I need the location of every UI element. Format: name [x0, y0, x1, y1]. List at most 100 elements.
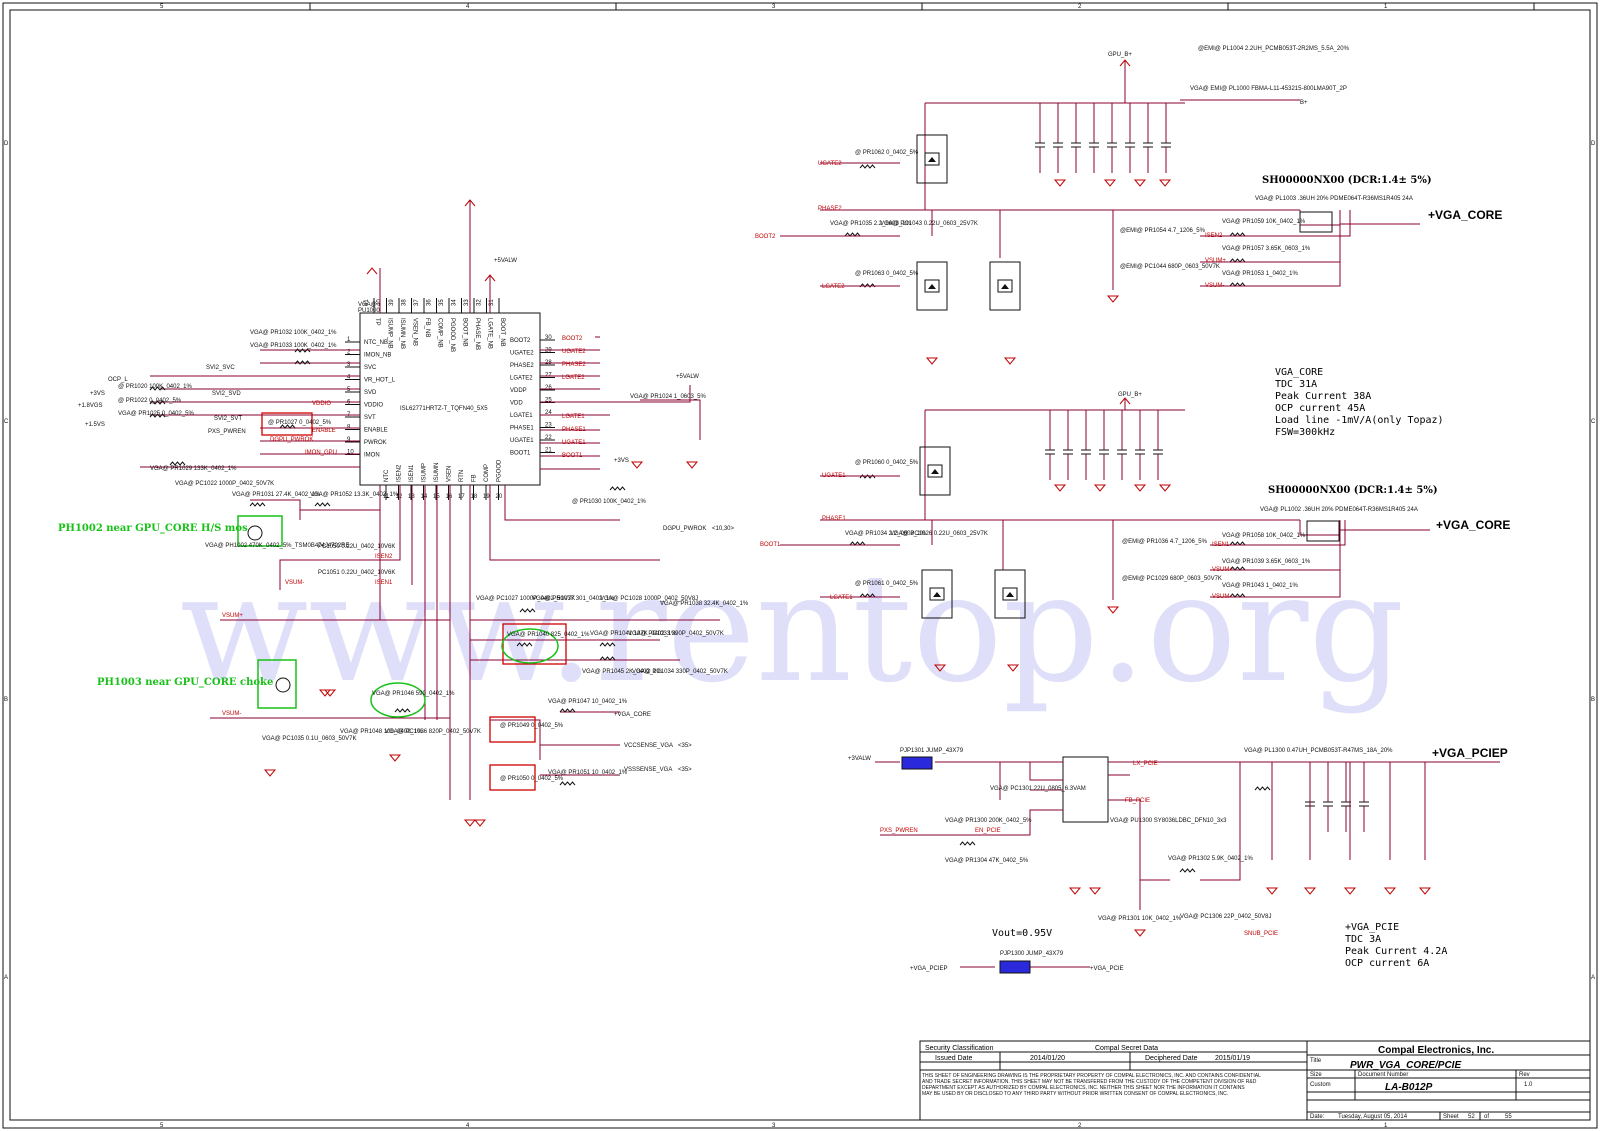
net-vsum-minus-bottom2: VSUM-	[1212, 594, 1231, 600]
tb-deciphered-value: 2015/01/19	[1215, 1055, 1250, 1062]
border-row-left-3: A	[4, 975, 8, 981]
label-pc1029: @EMI@ PC1029 680P_0603_50V7K	[1122, 576, 1222, 582]
ic-pin-left-2: SVC	[364, 365, 377, 371]
ic-pin-bottom-3: ISUMP	[422, 463, 428, 482]
ic-pin-num-right-8: 22	[545, 435, 552, 441]
net-isen2-left: ISEN2	[375, 554, 393, 560]
ic-pin-num-bottom-0: 11	[383, 494, 390, 500]
resistor-icon-28	[849, 541, 866, 546]
net-vccsense: VCCSENSE_VGA	[624, 743, 673, 749]
label-pr1052: VGA@ PR1052 13.3K_0402_1%	[310, 492, 399, 498]
net-isen1-right: ISEN1	[1212, 542, 1230, 548]
label-pr1047: VGA@ PR1047 10_0402_1%	[548, 699, 628, 705]
ph1002-thermistor-icon	[247, 525, 263, 541]
cap-0-2	[1071, 103, 1081, 173]
ic-pin-right-6: LGATE1	[510, 413, 533, 419]
tb-rev: 1.0	[1524, 1082, 1533, 1088]
ic-part-number: ISL62771HRTZ-T_TQFN40_5X5	[400, 406, 488, 412]
ic-pin-num-bottom-8: 19	[483, 494, 490, 500]
label-pc1036: VGA@ PC1036 820P_0402_50V7K	[385, 729, 481, 735]
mosfet-5	[994, 569, 1026, 619]
tb-size-label: Size	[1310, 1072, 1322, 1078]
ic-pin-top-0: TP	[374, 318, 380, 326]
border-row-left-2: B	[4, 697, 8, 703]
resistor-icon-6	[169, 461, 186, 466]
label-pc1026: VGA@ PC1026 0.22U_0603_25V7K	[890, 531, 988, 537]
cap-2-3	[1359, 762, 1369, 832]
mosfet-1	[916, 261, 948, 311]
resistor-icon-4	[149, 413, 166, 418]
mosfet-0	[916, 134, 948, 184]
ic-pin-num-top-3: 38	[402, 299, 408, 306]
ground-icon-11	[1088, 887, 1102, 895]
ic-pin-num-top-6: 35	[439, 299, 445, 306]
controller-wiring	[140, 200, 720, 800]
resistor-icon-27	[844, 232, 861, 237]
spec-pcie-line-2: Peak Current 4.2A	[1345, 946, 1447, 957]
ground-icon-17	[1418, 887, 1432, 895]
net-vga-core-top: +VGA_CORE	[1428, 208, 1502, 222]
net-ugate2-stage: UGATE2	[818, 161, 842, 167]
ground-icon-5	[685, 461, 699, 469]
resistor-icon-7	[249, 502, 266, 507]
cap-2-2	[1341, 762, 1351, 832]
pr1027-highlight-box	[261, 412, 313, 436]
tb-deciphered-label: Deciphered Date	[1145, 1055, 1198, 1062]
resistor-icon-21	[1229, 566, 1246, 571]
ic-prefix: VGA@	[358, 302, 377, 308]
supply-arrow-icon-3	[1119, 59, 1131, 67]
ic-pin-left-9: IMON	[364, 453, 380, 459]
resistor-icon-29	[959, 841, 976, 846]
resistor-icon-18	[1229, 258, 1246, 263]
label-pu1300: VGA@ PU1300 SY8036LDBC_DFN10_3x3	[1110, 818, 1227, 824]
label-ph1002: VGA@ PH1002 470K_0402_5%_TSM0B474J4702RE	[205, 543, 350, 549]
ic-pin-left-3: VR_HOT_L	[364, 378, 396, 384]
vga-pcie-spec: +VGA_PCIE TDC 3A Peak Current 4.2A OCP c…	[1345, 922, 1447, 969]
label-pr1059: VGA@ PR1059 10K_0402_1%	[1222, 219, 1306, 225]
ground-icon-29	[323, 689, 337, 697]
ic-left-pins: NTC_NB1IMON_NB2SVC3VR_HOT_L4SVD5VDDIO6SV…	[345, 337, 396, 459]
cap-1-0	[1045, 410, 1055, 480]
net-enable: ENABLE	[312, 428, 336, 434]
ic-pin-right-1: UGATE2	[510, 351, 534, 357]
ic-pin-left-5: VDDIO	[364, 403, 383, 409]
net-1p8vgs: +1.8VGS	[78, 403, 103, 409]
net-ugate1-ic: UGATE1	[562, 440, 586, 446]
ic-pin-num-top-2: 39	[389, 299, 395, 306]
vga-core-spec: VGA_CORE TDC 31A Peak Current 38A OCP cu…	[1275, 367, 1444, 438]
net-dgpu-pwrok-ref: <10,30>	[712, 526, 735, 532]
resistor-icon-20	[1229, 541, 1246, 546]
inductor-pl1002-icon	[1306, 520, 1340, 542]
border-row-right-1: C	[1591, 419, 1596, 425]
ph1003-highlight-box	[257, 659, 297, 709]
net-svi2-svc: SVI2_SVC	[206, 365, 235, 371]
ic-pin-top-8: PHASE_NB	[474, 318, 480, 350]
tb-date-label: Date:	[1310, 1114, 1325, 1120]
power-stage-phase2: GPU_B+ B+ @EMI@ PL1004 2.2UH_PCMB053T-2R…	[755, 46, 1502, 290]
ic-right-net-labels: BOOT2 UGATE2 PHASE2 LGATE2 LGATE1 PHASE1…	[494, 258, 735, 773]
tb-security-value: Compal Secret Data	[1095, 1045, 1158, 1052]
pr1040-highlight-circle	[501, 628, 559, 664]
label-pc1043: VGA@ PC1043 0.22U_0603_25V7K	[880, 221, 978, 227]
net-svi2-svd: SVI2_SVD	[212, 391, 241, 397]
cap-0-4	[1107, 103, 1117, 173]
cap-0-6	[1143, 103, 1153, 173]
tb-notice-1: AND TRADE SECRET INFORMATION. THIS SHEET…	[922, 1079, 1257, 1085]
cap-2-1	[1323, 762, 1333, 832]
label-pr1037: VGA@ PR1037 301_0402_1%	[532, 596, 615, 602]
net-lgate2-stage: LGATE2	[822, 284, 845, 290]
ic-pin-right-0: BOOT2	[510, 338, 531, 344]
resistor-icon-25	[859, 474, 876, 479]
pwm-controller-pu1000: VGA@ PU1000 ISL62771HRTZ-T_TQFN40_5X5 NT…	[345, 298, 555, 500]
net-5valw-top: +5VALW	[494, 258, 517, 264]
ic-pin-top-5: COMP_NB	[437, 318, 443, 348]
border-row-right-0: D	[1591, 141, 1596, 147]
net-dgpu-pwrok: DGPU_PWROK	[663, 526, 706, 532]
label-pr1058: VGA@ PR1058 10K_0402_1%	[1222, 533, 1306, 539]
tb-title: PWR_VGA_CORE/PCIE	[1350, 1060, 1461, 1071]
label-pr1030: @ PR1030 100K_0402_1%	[572, 499, 646, 505]
border-row-right-3: A	[1591, 975, 1595, 981]
label-pr1062: @ PR1062 0_0402_5%	[855, 150, 919, 156]
ic-pin-right-3: LGATE2	[510, 376, 533, 382]
